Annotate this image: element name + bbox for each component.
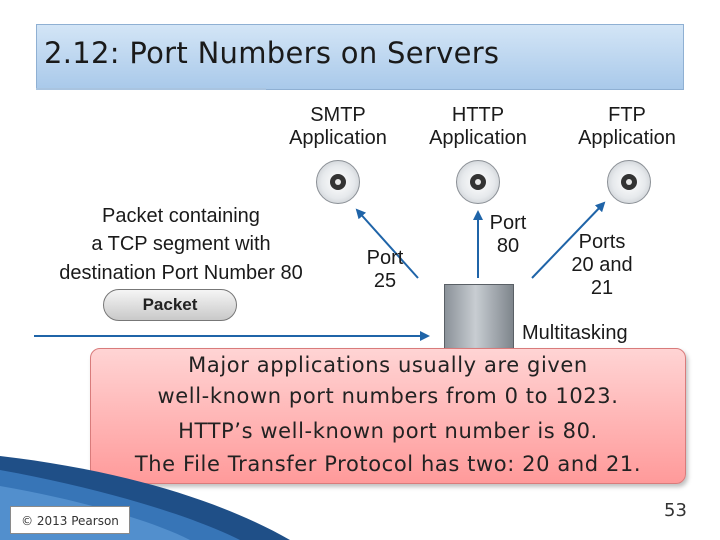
ftp-arrow: [531, 201, 606, 279]
http-port-label-line1: Port: [489, 212, 527, 234]
ftp-port-label-line2: 20 and: [571, 254, 633, 276]
title-bar: [36, 24, 684, 90]
ftp-app-label-line1: FTP: [608, 104, 646, 126]
packet-pill: Packet: [103, 289, 237, 321]
ftp-app-label-line2: Application: [578, 127, 676, 149]
callout-line3: HTTP’s well-known port number is 80.: [178, 419, 598, 443]
callout-line4: The File Transfer Protocol has two: 20 a…: [134, 452, 642, 476]
http-app-label-line1: HTTP: [451, 104, 505, 126]
server-label: Multitasking: [522, 322, 628, 344]
ftp-app-label: FTP Application: [565, 104, 689, 150]
page-number: 53: [664, 500, 687, 521]
packet-description: Packet containing a TCP segment with des…: [28, 202, 334, 287]
smtp-app-label-line1: SMTP: [310, 104, 366, 126]
packet-description-line1: Packet containing: [102, 205, 260, 227]
smtp-app-label-line2: Application: [289, 127, 387, 149]
packet-description-line2: a TCP segment with: [91, 233, 271, 256]
slide-title: 2.12: Port Numbers on Servers: [44, 36, 500, 70]
ftp-port-label: Ports 20 and 21: [562, 231, 642, 300]
callout-line1: Major applications usually are given: [188, 353, 588, 377]
ftp-port-label-line1: Ports: [578, 231, 626, 253]
smtp-port-label: Port 25: [355, 247, 415, 293]
packet-description-line3: destination Port Number 80: [59, 261, 303, 284]
copyright-footer: © 2013 Pearson: [10, 506, 130, 534]
callout-line2: well-known port numbers from 0 to 1023.: [157, 384, 619, 408]
http-port-label: Port 80: [480, 212, 536, 258]
http-app-label-line2: Application: [429, 127, 527, 149]
server-icon: [444, 284, 514, 350]
smtp-port-label-line2: 25: [373, 270, 397, 292]
callout-box: [90, 348, 686, 484]
smtp-port-label-line1: Port: [366, 247, 404, 269]
smtp-disc-icon: [316, 160, 360, 204]
ftp-disc-icon: [607, 160, 651, 204]
smtp-arrow: [355, 208, 419, 279]
http-disc-icon: [456, 160, 500, 204]
http-app-label: HTTP Application: [416, 104, 540, 150]
http-port-label-line2: 80: [496, 235, 520, 257]
title-underline: [36, 88, 266, 90]
ftp-port-label-line3: 21: [590, 277, 614, 299]
smtp-app-label: SMTP Application: [276, 104, 400, 150]
